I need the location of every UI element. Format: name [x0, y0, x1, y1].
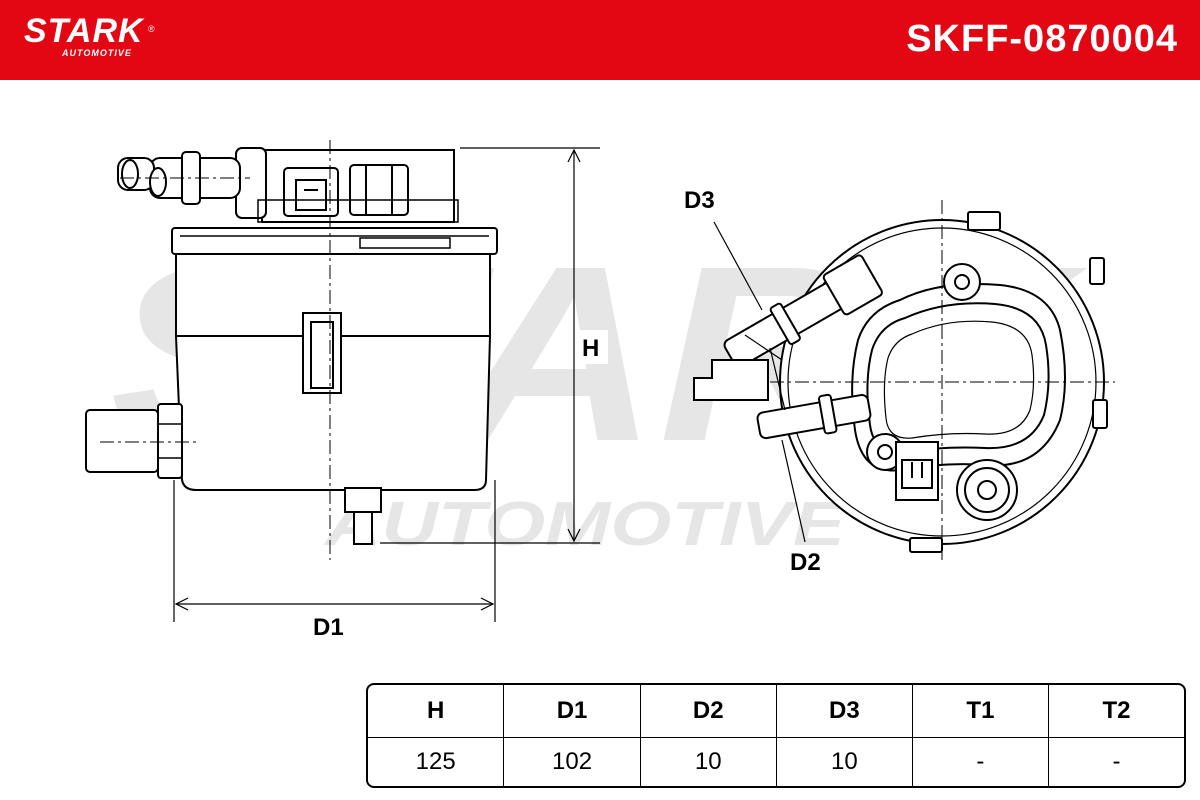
- spec-value-row: 125 102 10 10 - -: [368, 738, 1184, 786]
- spec-header-d1: D1: [504, 685, 641, 738]
- registered-mark: ®: [148, 24, 155, 34]
- spec-header-d3: D3: [776, 685, 913, 738]
- dim-label-d1: D1: [313, 614, 344, 641]
- spec-header-row: H D1 D2 D3 T1 T2: [368, 685, 1184, 738]
- header-bar: STARK AUTOMOTIVE ® SKFF-0870004: [0, 0, 1200, 80]
- h-label-bg: [580, 330, 608, 364]
- spec-value-t1: -: [913, 738, 1049, 786]
- dim-label-d3: D3: [684, 187, 715, 214]
- spec-value-d3: 10: [777, 738, 913, 786]
- dim-label-d2: D2: [790, 549, 821, 576]
- spec-header-t2: T2: [1048, 685, 1184, 738]
- dimension-d1: [173, 480, 496, 622]
- top-view: [693, 200, 1115, 560]
- spec-header-h: H: [368, 685, 505, 738]
- spec-header-d2: D2: [640, 685, 777, 738]
- spec-table: H D1 D2 D3 T1 T2 125 102 10 10 - -: [366, 683, 1186, 788]
- spec-value-d2: 10: [641, 738, 777, 786]
- logo-sub-text: AUTOMOTIVE: [62, 48, 132, 58]
- side-view: [85, 140, 498, 560]
- dimension-h: [380, 147, 600, 544]
- part-number: SKFF-0870004: [906, 18, 1178, 60]
- dim-label-h: H: [582, 335, 599, 362]
- watermark-sub: AUTOMOTIVE: [322, 490, 847, 559]
- stark-logo: STARK AUTOMOTIVE: [24, 14, 144, 58]
- technical-drawing: STARK AUTOMOTIVE: [85, 140, 1115, 641]
- spec-value-h: 125: [368, 738, 505, 786]
- dimension-d2: [769, 347, 806, 543]
- logo-brand-text: STARK: [24, 12, 144, 50]
- dimension-d3: [713, 221, 783, 361]
- spec-value-t2: -: [1112, 748, 1121, 775]
- spec-value-d1: 102: [504, 738, 641, 786]
- spec-header-t1: T1: [912, 685, 1049, 738]
